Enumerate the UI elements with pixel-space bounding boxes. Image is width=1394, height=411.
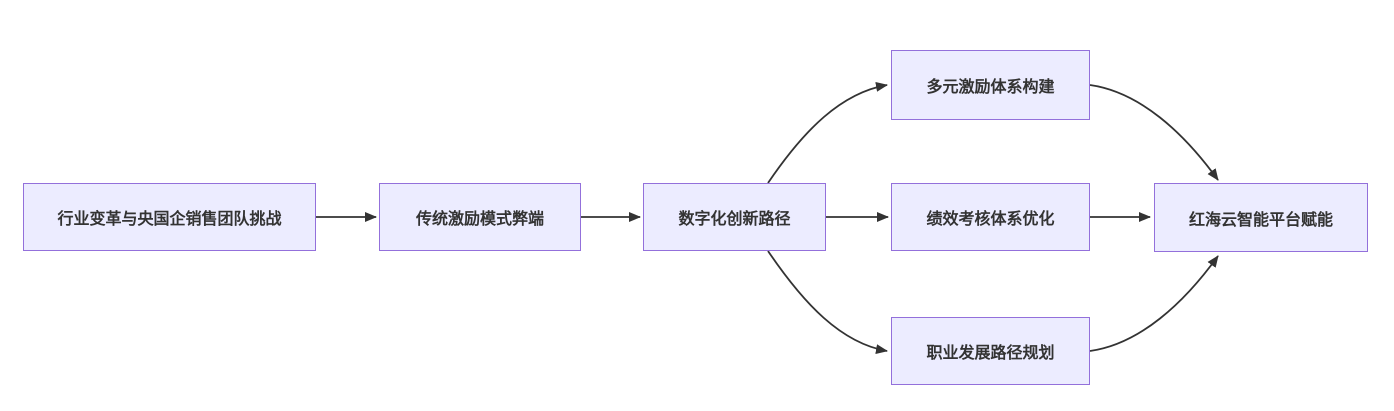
- node-label: 数字化创新路径: [678, 211, 791, 228]
- node-diverse-incentive-system: 多元激励体系构建: [891, 50, 1090, 120]
- edge-C-F: [767, 250, 888, 355]
- node-label: 行业变革与央国企销售团队挑战: [57, 211, 282, 228]
- edge-D-G: [1089, 84, 1219, 181]
- node-traditional-incentive-drawbacks: 传统激励模式弊端: [379, 183, 581, 251]
- node-performance-assessment-optimization: 绩效考核体系优化: [891, 183, 1090, 251]
- node-label: 职业发展路径规划: [926, 345, 1055, 362]
- edge-C-D: [767, 81, 888, 184]
- edge-F-G: [1089, 255, 1219, 352]
- node-label: 绩效考核体系优化: [926, 211, 1055, 228]
- node-label: 多元激励体系构建: [926, 79, 1055, 96]
- node-label: 红海云智能平台赋能: [1188, 211, 1333, 229]
- node-industry-change-challenge: 行业变革与央国企销售团队挑战: [23, 183, 316, 251]
- node-digital-innovation-path: 数字化创新路径: [643, 183, 826, 251]
- node-career-development-planning: 职业发展路径规划: [891, 317, 1090, 385]
- node-label: 传统激励模式弊端: [415, 211, 544, 228]
- node-honghaiyun-platform-enablement: 红海云智能平台赋能: [1154, 183, 1368, 252]
